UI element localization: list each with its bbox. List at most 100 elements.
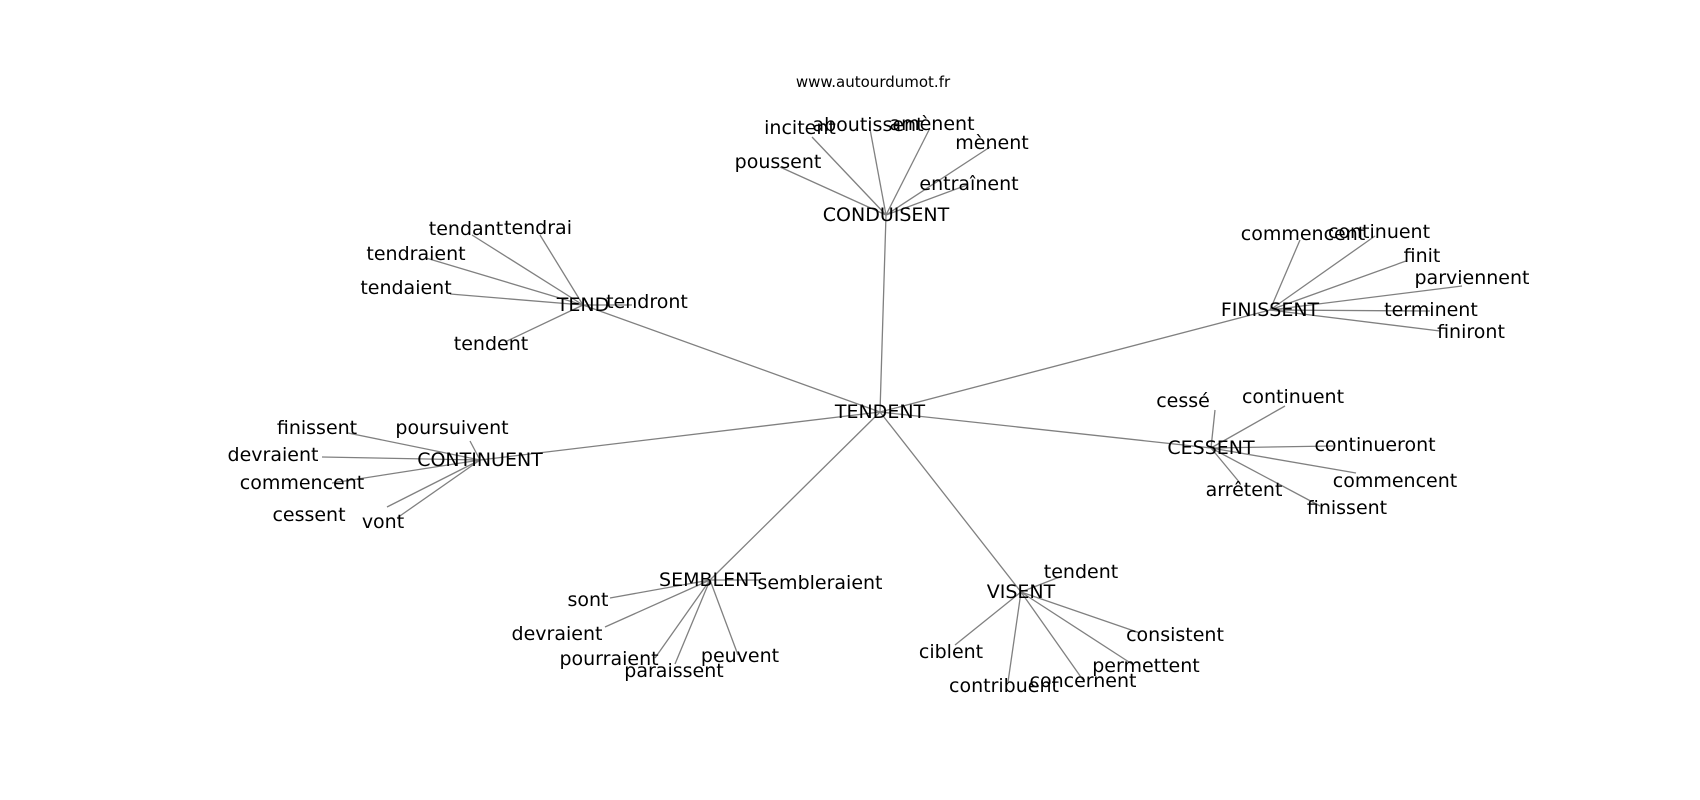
edge-center-to-hub <box>879 309 1271 413</box>
hub-node-label[interactable]: FINISSENT <box>1221 299 1320 321</box>
edge-hub-to-leaf <box>396 459 481 519</box>
edge-hub-to-leaf <box>654 579 711 659</box>
leaf-node-label[interactable]: commencent <box>1241 223 1365 245</box>
leaf-node-label[interactable]: tendent <box>1044 561 1118 583</box>
leaf-node-label[interactable]: tendront <box>606 291 688 313</box>
leaf-node-label[interactable]: sont <box>567 589 608 611</box>
leaf-node-label[interactable]: cessent <box>272 504 345 526</box>
edge-hub-to-leaf <box>469 440 481 461</box>
edge-hub-to-leaf <box>1210 447 1321 507</box>
leaf-node-label[interactable]: continueront <box>1314 434 1435 456</box>
leaf-node-label[interactable]: sembleraient <box>757 572 882 594</box>
center-node-label[interactable]: TENDENT <box>834 401 926 423</box>
edge-hub-to-leaf <box>321 456 481 461</box>
source-credit: www.autourdumot.fr <box>796 73 951 91</box>
leaf-node-label[interactable]: cessé <box>1156 390 1210 412</box>
leaf-node-label[interactable]: finiront <box>1437 321 1505 343</box>
edge-hub-to-leaf <box>1020 591 1141 634</box>
edge-hub-to-leaf <box>604 579 711 628</box>
leaf-node-label[interactable]: permettent <box>1092 655 1200 677</box>
leaf-node-label[interactable]: terminent <box>1384 299 1478 321</box>
leaf-node-label[interactable]: peuvent <box>701 645 779 667</box>
edge-center-to-hub <box>479 411 881 461</box>
leaf-node-label[interactable]: amènent <box>889 113 974 135</box>
leaf-node-label[interactable]: tendraient <box>366 243 465 265</box>
edge-hub-to-leaf <box>539 234 584 306</box>
leaf-node-label[interactable]: continuent <box>1242 386 1344 408</box>
leaf-node-label[interactable]: entraînent <box>919 173 1018 195</box>
hub-node-label[interactable]: SEMBLENT <box>659 569 761 591</box>
edge-center-to-hub <box>709 411 881 581</box>
leaf-node-label[interactable]: finit <box>1404 245 1441 267</box>
edge-center-to-hub <box>879 411 1022 593</box>
leaf-node-label[interactable]: ciblent <box>919 641 983 663</box>
leaf-node-label[interactable]: tendent <box>454 333 528 355</box>
edge-hub-to-leaf <box>504 304 584 343</box>
leaf-node-label[interactable]: tendant <box>429 218 503 240</box>
edge-hub-to-leaf <box>869 128 887 216</box>
edge-hub-to-leaf <box>1210 409 1216 449</box>
edge-hub-to-leaf <box>709 579 739 656</box>
leaf-node-label[interactable]: incitent <box>764 117 836 139</box>
edge-hub-to-leaf <box>449 293 584 306</box>
edge-hub-to-leaf <box>779 166 887 216</box>
edge-hub-to-leaf <box>674 579 711 665</box>
leaf-node-label[interactable]: concernent <box>1030 670 1137 692</box>
edge-hub-to-leaf <box>1269 260 1407 311</box>
hub-node-label[interactable]: CONTINUENT <box>417 449 543 471</box>
edge-hub-to-leaf <box>425 257 584 306</box>
edge-hub-to-leaf <box>811 136 887 216</box>
hub-node-label[interactable]: VISENT <box>987 581 1056 603</box>
edge-hub-to-leaf <box>347 432 481 461</box>
edge-hub-to-leaf <box>1210 445 1334 449</box>
edge-hub-to-leaf <box>1269 235 1376 311</box>
leaf-node-label[interactable]: paraissent <box>624 660 723 682</box>
leaf-node-label[interactable]: commencent <box>240 472 364 494</box>
edge-hub-to-leaf <box>1269 239 1301 311</box>
leaf-node-label[interactable]: finissent <box>277 417 357 439</box>
edge-hub-to-leaf <box>885 127 931 216</box>
leaf-node-label[interactable]: tendaient <box>360 277 451 299</box>
leaf-node-label[interactable]: commencent <box>1333 470 1457 492</box>
hub-node-label[interactable]: CESSENT <box>1167 437 1255 459</box>
leaf-node-label[interactable]: aboutissent <box>812 114 923 136</box>
edge-center-to-hub <box>879 214 887 413</box>
edge-hub-to-leaf <box>386 459 481 508</box>
leaf-node-label[interactable]: finissent <box>1307 497 1387 519</box>
leaf-node-label[interactable]: pourraient <box>559 648 658 670</box>
leaf-node-label[interactable]: mènent <box>955 132 1028 154</box>
leaf-node-label[interactable]: arrêtent <box>1206 479 1283 501</box>
leaf-node-label[interactable]: devraient <box>512 623 603 645</box>
edge-hub-to-leaf <box>1210 447 1357 474</box>
leaf-node-label[interactable]: vont <box>362 511 404 533</box>
edge-center-to-hub <box>879 411 1212 449</box>
edge-hub-to-leaf <box>471 234 584 306</box>
graph-edges <box>321 127 1463 683</box>
hub-node-label[interactable]: CONDUISENT <box>823 204 950 226</box>
leaf-node-label[interactable]: tendrai <box>504 217 572 239</box>
edge-hub-to-leaf <box>331 459 481 484</box>
graph-labels: TENDENT CONDUISENT incitentaboutissentamèn… <box>228 113 1530 697</box>
edge-hub-to-leaf <box>954 591 1022 646</box>
edge-hub-to-leaf <box>1210 405 1286 449</box>
leaf-node-label[interactable]: continuent <box>1328 221 1430 243</box>
edge-hub-to-leaf <box>609 579 711 599</box>
leaf-node-label[interactable]: consistent <box>1126 624 1224 646</box>
edge-hub-to-leaf <box>1269 285 1463 311</box>
edge-hub-to-leaf <box>1007 591 1022 683</box>
edge-hub-to-leaf <box>1210 447 1241 484</box>
edge-hub-to-leaf <box>1020 575 1063 593</box>
leaf-node-label[interactable]: parviennent <box>1415 267 1530 289</box>
leaf-node-label[interactable]: contribuent <box>949 675 1059 697</box>
edge-center-to-hub <box>582 304 881 413</box>
leaf-node-label[interactable]: poussent <box>735 151 822 173</box>
edge-hub-to-leaf <box>885 146 991 216</box>
edge-hub-to-leaf <box>1020 591 1084 681</box>
leaf-node-label[interactable]: poursuivent <box>395 417 508 439</box>
edge-hub-to-leaf <box>885 184 968 216</box>
edge-hub-to-leaf <box>1269 309 1441 332</box>
hub-node-label[interactable]: TEND <box>556 294 609 316</box>
leaf-node-label[interactable]: devraient <box>228 444 319 466</box>
edge-hub-to-leaf <box>1269 309 1431 312</box>
